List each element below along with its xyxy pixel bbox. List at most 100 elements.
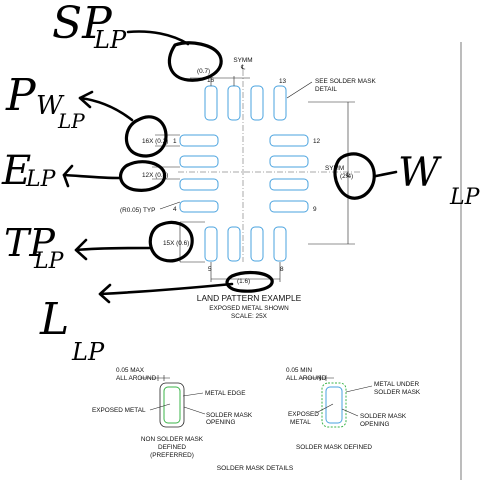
- pad-length-15x-dimension: 15X (0.6): [163, 221, 205, 263]
- nsmd-detail: 0.05 MAX ALL AROUND METAL EDGE EXPOSED M…: [92, 367, 253, 459]
- smd-clearance-line1: 0.05 MIN: [286, 367, 312, 374]
- w-dash-ink: [374, 170, 398, 178]
- pin-label-5: 5: [208, 266, 212, 273]
- e-circle-ink: [118, 160, 167, 192]
- solder-mask-note-line2: DETAIL: [315, 86, 337, 93]
- pad-8: [273, 226, 287, 262]
- solder-mask-note: SEE SOLDER MASK DETAIL: [286, 78, 376, 99]
- pad-10: [269, 178, 309, 191]
- smd-exposed-label2: METAL: [290, 419, 311, 426]
- nsmd-caption-2: DEFINED: [158, 444, 186, 451]
- sp-circle-ink: [167, 41, 223, 82]
- pin-label-12: 12: [313, 138, 321, 145]
- pin-label-13: 13: [279, 78, 287, 85]
- pad-15: [227, 85, 241, 121]
- tp-arrow-ink: [74, 246, 152, 252]
- right-pads: [269, 134, 309, 213]
- pad-9: [269, 200, 309, 213]
- smd-mask-opening: [325, 386, 343, 424]
- handwritten-pw-lp: P W LP: [5, 70, 168, 158]
- pad-4: [179, 200, 219, 213]
- smd-detail: 0.05 MIN ALL AROUND METAL UNDER SOLDER M…: [286, 367, 421, 451]
- handwritten-l-lp: L LP: [39, 270, 274, 366]
- pad-width-16x-value: 16X (0.2): [142, 138, 168, 145]
- nsmd-metal: [163, 386, 181, 424]
- handwritten-w-lp: W LP: [333, 150, 481, 210]
- smd-mask-opening-label1: SOLDER MASK: [360, 413, 407, 420]
- hand-tp-sub: LP: [33, 249, 65, 274]
- pad-pitch-12x-dimension: 12X (0.4): [142, 166, 180, 180]
- pw-arrowhead-ink: [78, 90, 94, 109]
- hand-e: E: [1, 148, 31, 194]
- pin-label-8: 8: [280, 266, 284, 273]
- sp-leader-ink: [126, 30, 190, 46]
- solder-mask-details-title: SOLDER MASK DETAILS: [217, 465, 294, 472]
- pitch-dimension: (0.7): [190, 68, 250, 86]
- smd-metal-under-label2: SOLDER MASK: [374, 389, 421, 396]
- pad-13: [273, 85, 287, 121]
- hand-w: W: [398, 150, 442, 196]
- handwritten-tp-lp: TP LP: [4, 220, 194, 274]
- overall-length-dimension: (1.6): [210, 262, 281, 285]
- l-circle-ink: [225, 270, 274, 293]
- smd-metal-under-mask: [321, 382, 347, 428]
- pin-label-4: 4: [173, 206, 177, 213]
- nsmd-mask-opening-label1: SOLDER MASK: [206, 412, 253, 419]
- nsmd-mask-opening: [159, 382, 185, 428]
- hand-pw-sub: W: [36, 91, 65, 121]
- pad-12: [269, 134, 309, 147]
- l-arrowhead-ink: [98, 283, 112, 304]
- e-arrowhead-ink: [62, 164, 74, 188]
- pin-label-1: 1: [173, 138, 177, 145]
- centerline-symbol-top: ℄: [240, 64, 245, 71]
- handwritten-e-lp: E LP: [1, 148, 167, 194]
- smd-metal-under-label1: METAL UNDER: [374, 381, 419, 388]
- land-pattern-scale: SCALE: 25X: [231, 313, 268, 320]
- pad-11: [269, 155, 309, 168]
- overall-length-value: (1.6): [237, 278, 250, 285]
- symm-label-top: SYMM: [233, 57, 252, 64]
- nsmd-exposed-metal-label: EXPOSED METAL: [92, 407, 146, 414]
- pad-5: [204, 226, 218, 262]
- tp-circle-ink: [148, 220, 194, 263]
- w-circle-ink: [333, 152, 376, 200]
- smd-clearance-line2: ALL AROUND: [286, 375, 327, 382]
- pw-arrow-ink: [78, 96, 134, 122]
- pad-3: [179, 178, 219, 191]
- hand-l: L: [39, 294, 69, 345]
- smd-mask-opening-label2: OPENING: [360, 421, 390, 428]
- corner-radius-value: (R0.05) TYP: [120, 207, 155, 214]
- l-arrow-ink: [98, 282, 234, 296]
- pad-14: [250, 85, 264, 121]
- hand-l-sub: LP: [71, 338, 105, 366]
- bottom-pads: [204, 226, 287, 262]
- smd-exposed-label1: EXPOSED: [288, 411, 319, 418]
- nsmd-metal-edge-label: METAL EDGE: [205, 390, 245, 397]
- hand-e-sub: LP: [25, 167, 57, 192]
- hand-pw: P: [5, 70, 37, 121]
- corner-radius-note: (R0.05) TYP: [120, 201, 181, 214]
- top-pads: [204, 85, 287, 121]
- hand-sp: SP: [52, 0, 113, 49]
- pad-16: [204, 85, 218, 121]
- tp-arrowhead-ink: [74, 238, 88, 261]
- pad-2: [179, 155, 219, 168]
- land-pattern-subtitle: EXPOSED METAL SHOWN: [209, 305, 289, 312]
- nsmd-caption-1: NON SOLDER MASK: [141, 436, 204, 443]
- hand-sp-sub: LP: [93, 26, 127, 54]
- pad-length-15x-value: 15X (0.6): [163, 240, 189, 247]
- land-pattern-title: LAND PATTERN EXAMPLE: [197, 293, 302, 303]
- solder-mask-note-line1: SEE SOLDER MASK: [315, 78, 376, 85]
- pad-1: [179, 134, 219, 147]
- nsmd-mask-opening-label2: OPENING: [206, 419, 236, 426]
- centerline-symbol-right: ℄: [345, 172, 350, 179]
- overall-width-dimension: (2.4): [308, 101, 355, 245]
- pin-label-9: 9: [313, 206, 317, 213]
- handwritten-sp-lp: SP LP: [52, 0, 223, 82]
- left-pads: [179, 134, 219, 213]
- hand-tp: TP: [4, 221, 56, 265]
- nsmd-clearance-line1: 0.05 MAX: [116, 367, 145, 374]
- pw-circle-ink: [124, 115, 168, 158]
- nsmd-clearance-line2: ALL AROUND: [116, 375, 157, 382]
